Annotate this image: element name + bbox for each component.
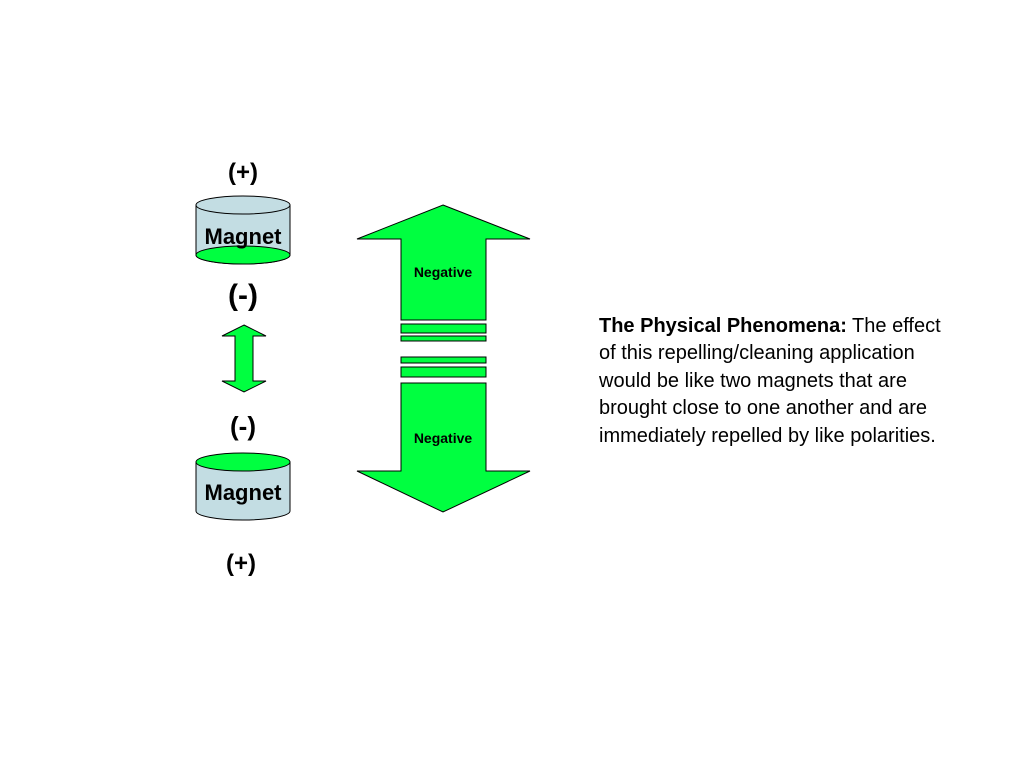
caption-body: The effect of this repelling/cleaning ap… — [599, 315, 941, 447]
caption-text: The Physical Phenomena: The effect of th… — [599, 313, 944, 450]
arrow-band-2 — [400, 335, 487, 342]
top-magnet-bottom-face — [195, 245, 291, 265]
bottom-magnet-cylinder — [195, 452, 291, 521]
big-arrow-upper-label: Negative — [414, 264, 473, 280]
top-magnet-top-pole: (+) — [228, 159, 258, 186]
big-arrow-down — [356, 382, 531, 513]
caption-heading: The Physical Phenomena: — [599, 315, 847, 337]
big-arrow-up — [356, 204, 531, 321]
bottom-magnet-label: Magnet — [205, 480, 283, 505]
bottom-magnet-bottom-pole: (+) — [226, 550, 256, 577]
arrow-band-3 — [400, 356, 487, 364]
top-magnet-cylinder — [195, 195, 291, 265]
big-arrow-lower-label: Negative — [414, 430, 473, 446]
repel-double-arrow — [221, 324, 267, 393]
bottom-magnet-top-pole: (-) — [230, 411, 256, 441]
arrow-band-1 — [400, 323, 487, 334]
bottom-magnet-top-face — [195, 452, 291, 472]
top-magnet-bottom-pole: (-) — [228, 279, 258, 312]
arrow-band-4 — [400, 366, 487, 378]
top-magnet-label: Magnet — [205, 224, 283, 249]
